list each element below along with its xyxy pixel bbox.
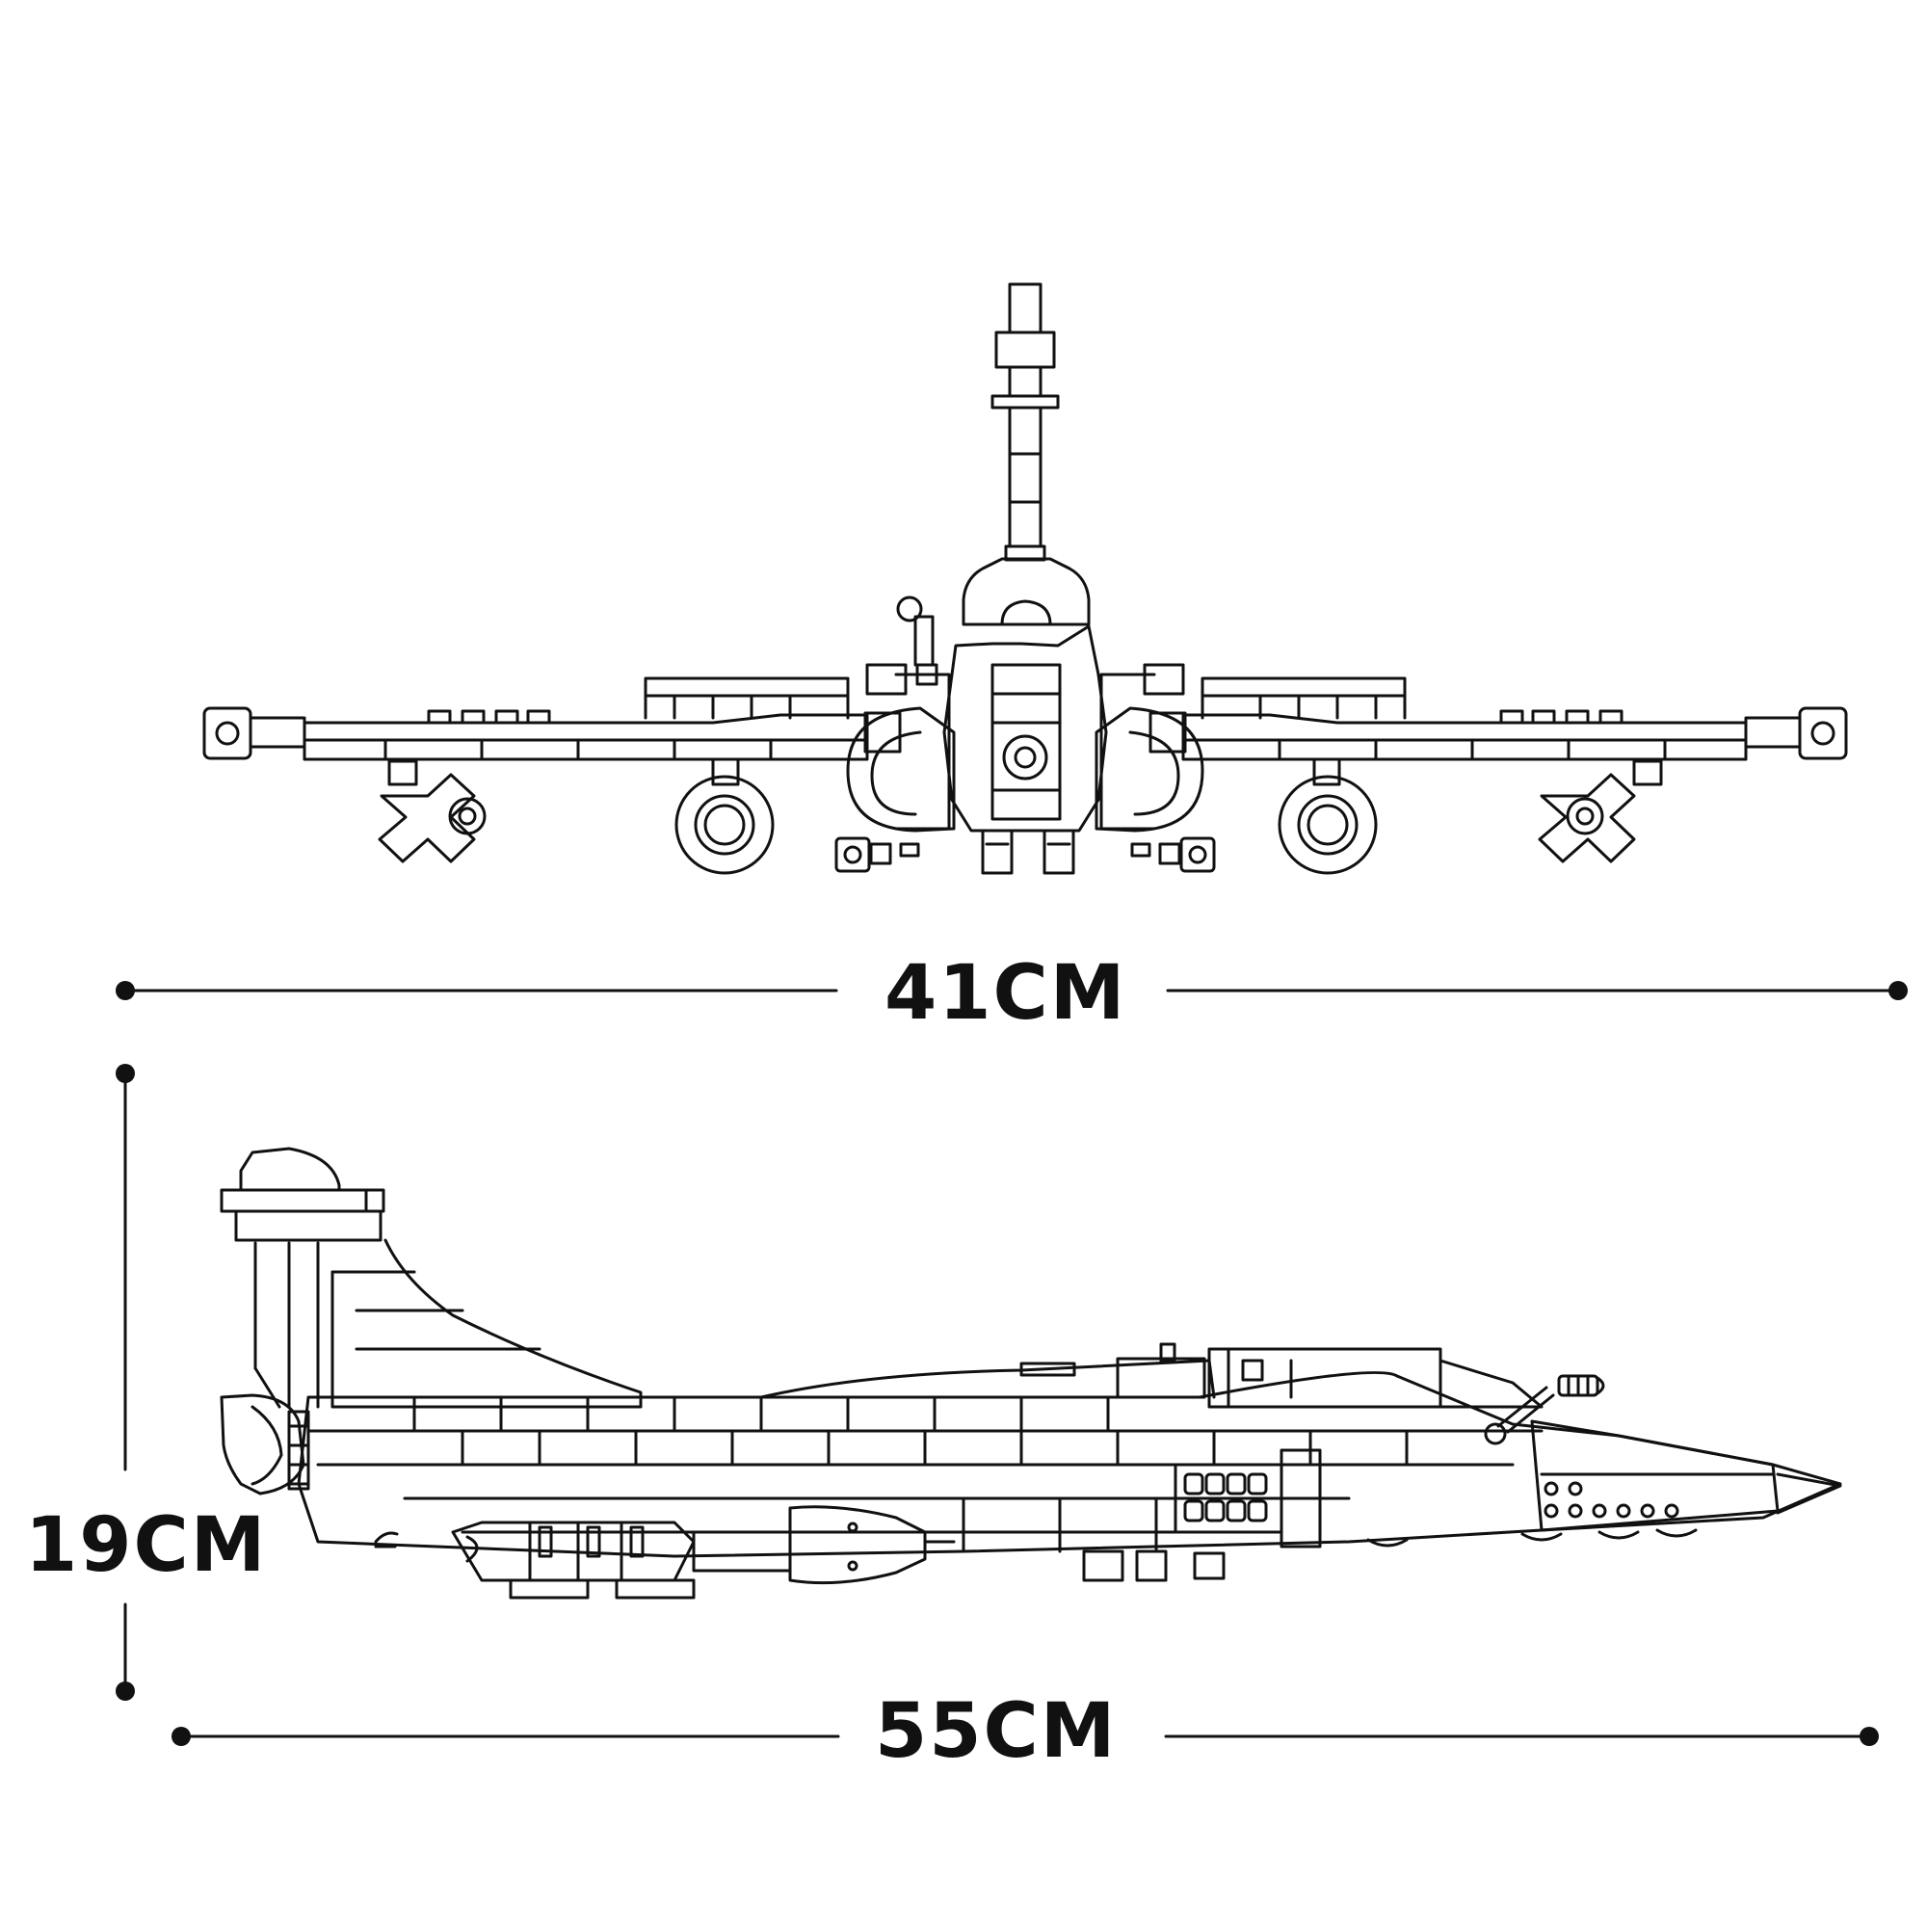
length-dimension-start-dot: [172, 1727, 191, 1746]
front-left-wing: [303, 676, 869, 761]
front-tail-fin: [990, 282, 1060, 562]
front-main-gear-right: [1278, 757, 1378, 875]
height-dimension-end-dot: [116, 1681, 135, 1701]
side-canopy: [1207, 1347, 1544, 1409]
front-fuselage: [863, 624, 1187, 833]
height-dimension-label: 19CM: [25, 1502, 268, 1589]
side-nose: [1530, 1419, 1842, 1532]
front-probe: [896, 595, 938, 686]
side-belly-tank: [788, 1505, 956, 1585]
front-air-intakes: [846, 706, 1204, 833]
front-view-aircraft: [202, 282, 1848, 875]
width-dimension-label: 41CM: [884, 950, 1127, 1037]
height-dimension-start-dot: [116, 1064, 135, 1083]
side-spine: [759, 1342, 1216, 1399]
side-tail-fin: [220, 1147, 643, 1409]
side-missile-stack: [374, 1521, 792, 1600]
front-right-pylon-missile: [1538, 759, 1663, 863]
length-dimension-end-dot: [1860, 1727, 1879, 1746]
front-fuselage-stores: [834, 836, 1216, 873]
length-dimension-label: 55CM: [875, 1688, 1118, 1775]
front-right-wing: [1181, 676, 1748, 761]
width-dimension-end-dot: [1888, 981, 1908, 1000]
front-left-wingtip-missile: [202, 706, 306, 760]
side-landing-gear: [1082, 1528, 1698, 1582]
front-left-pylon-missile: [378, 759, 487, 863]
side-intake: [1174, 1448, 1322, 1548]
side-refuel-probe: [1484, 1374, 1605, 1445]
side-fuselage: [297, 1370, 1842, 1558]
front-nose-gear: [981, 829, 1075, 875]
side-view-aircraft: [220, 1147, 1842, 1600]
width-dimension-start-dot: [116, 981, 135, 1000]
side-exhaust: [220, 1393, 310, 1495]
front-canopy: [962, 557, 1091, 626]
front-main-gear-left: [674, 757, 775, 875]
front-right-wingtip-missile: [1744, 706, 1848, 760]
